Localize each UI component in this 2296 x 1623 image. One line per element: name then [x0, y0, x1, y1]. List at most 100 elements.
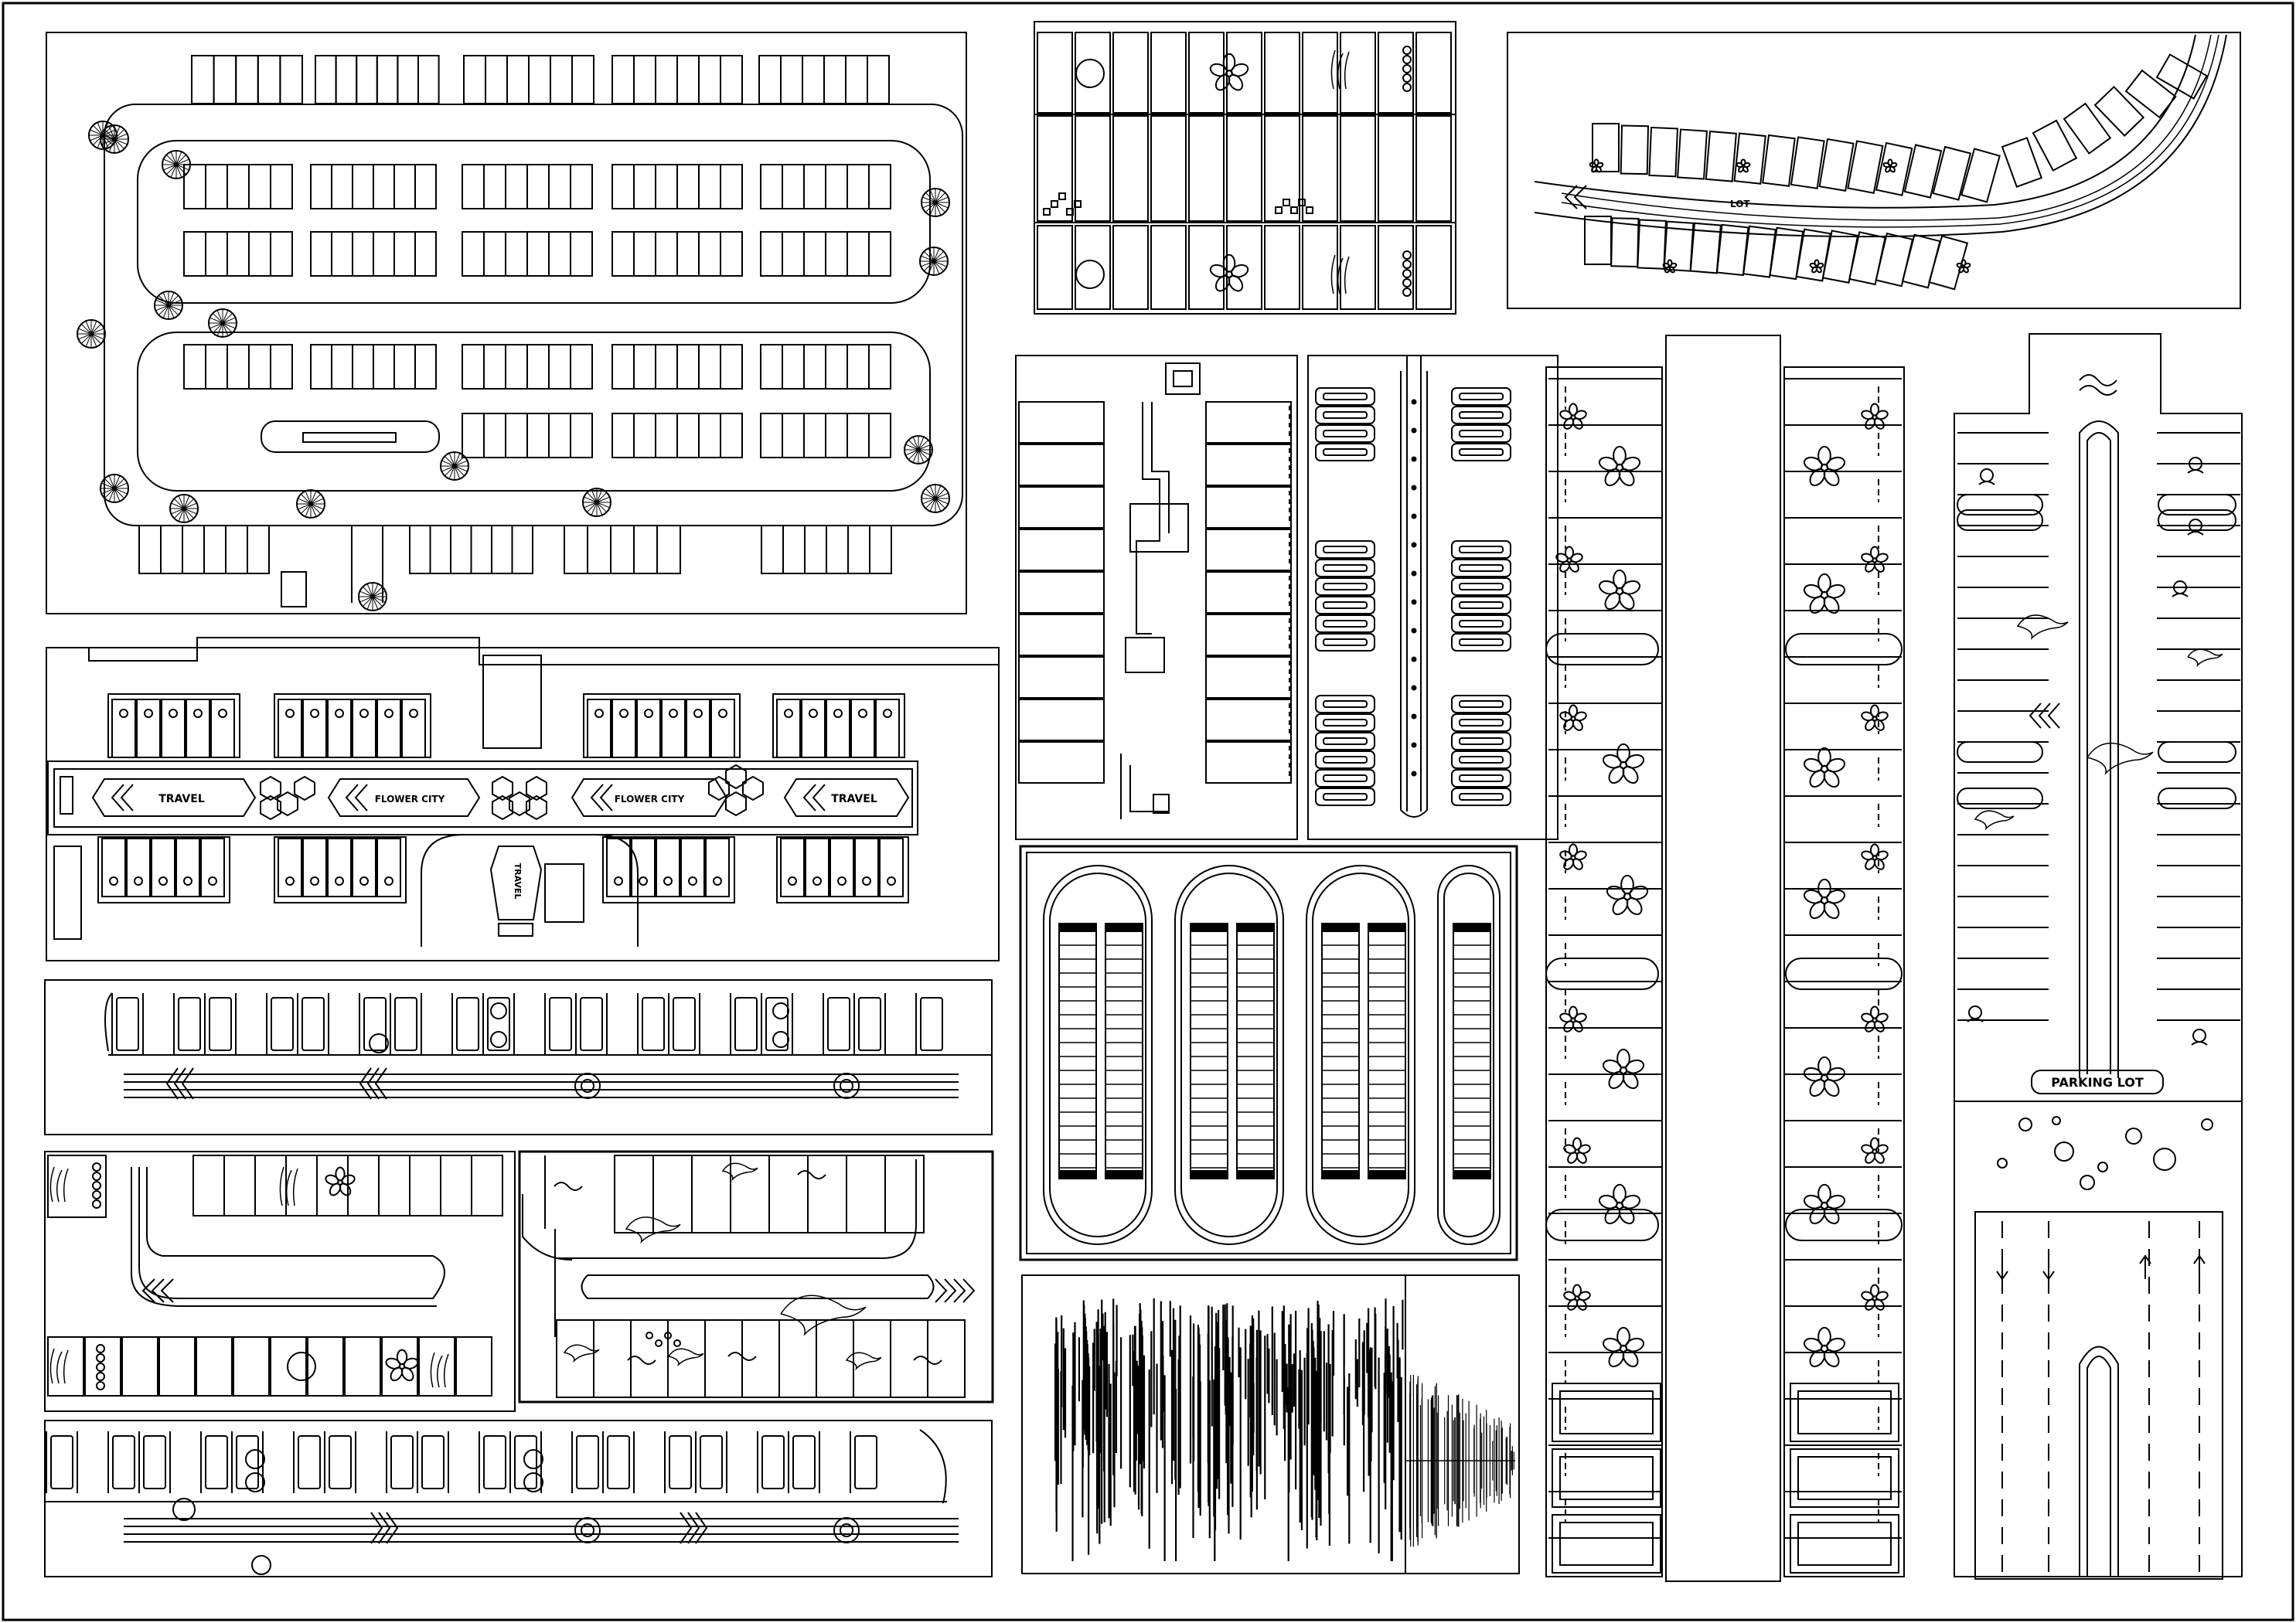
- parking-bay: [760, 413, 783, 458]
- parking-bay: [1205, 486, 1292, 529]
- flower-icon: [1667, 264, 1672, 269]
- parking-bay: [196, 1336, 233, 1397]
- narrow-bay: [1451, 424, 1511, 443]
- parking-bay: [1112, 115, 1149, 222]
- wheel-stop: [718, 709, 727, 718]
- flower-petal: [1230, 264, 1249, 278]
- parking-bay: [414, 344, 437, 390]
- plan-border: [46, 32, 967, 614]
- parking-bay: [698, 231, 721, 277]
- flower-icon: [1888, 164, 1892, 168]
- flower-icon: [1570, 1017, 1576, 1023]
- parking-bay: [1264, 225, 1300, 310]
- narrow-bay: [1451, 750, 1511, 769]
- flower-petal: [1598, 1194, 1618, 1210]
- parking-bay: [548, 344, 571, 390]
- manhole: [833, 1073, 860, 1099]
- curb-curve: [104, 992, 113, 1052]
- bay-end: [1105, 1170, 1143, 1179]
- parking-sign: [1790, 1514, 1899, 1574]
- plan-border: [1507, 32, 2241, 309]
- hexagon-islands: [260, 764, 764, 821]
- parking-bay: [875, 699, 900, 758]
- wave-icon: [554, 1182, 583, 1191]
- wheel-stop: [183, 876, 192, 886]
- parking-bay: [890, 1319, 928, 1398]
- flower-icon: [1741, 164, 1746, 168]
- car-outline: [50, 1435, 73, 1489]
- bubble-icon: [2125, 1128, 2142, 1145]
- wheel-stop: [245, 1472, 265, 1492]
- parking-bay: [373, 231, 395, 277]
- wave-icon: [2079, 374, 2117, 396]
- bubble-icon: [664, 1332, 672, 1339]
- tree-icon-rays: [100, 475, 128, 502]
- flower-petal: [1621, 580, 1641, 595]
- pill-island-outer: [1306, 865, 1415, 1245]
- parking-bay: [868, 164, 891, 209]
- flower-icon: [1820, 896, 1829, 905]
- wheel-stop: [688, 876, 697, 886]
- car-outline: [301, 997, 325, 1051]
- label-travel-vertical: TRAVEL: [513, 863, 523, 900]
- curb: [522, 1155, 573, 1261]
- leaf-icon: [1330, 49, 1350, 90]
- parking-bay: [1903, 144, 1943, 199]
- banner-travel-left: [91, 778, 257, 817]
- parking-bay: [801, 699, 826, 758]
- line-texture: [1054, 1298, 1515, 1561]
- texture-lines: [1054, 1298, 1404, 1561]
- parking-bay: [414, 164, 437, 209]
- parking-bay: [1205, 614, 1292, 656]
- narrow-bay: [1315, 633, 1375, 652]
- parking-bay: [655, 413, 678, 458]
- parking-bay: [760, 231, 783, 277]
- noise-texture-panel: [1021, 1274, 1520, 1574]
- pill-islands: [1043, 865, 1501, 1245]
- parking-bay: [854, 838, 879, 897]
- label-parking-lot: PARKING LOT: [2051, 1075, 2144, 1090]
- parking-bay: [1848, 231, 1886, 286]
- block-icon: [1066, 208, 1074, 216]
- marker-dot: [1411, 742, 1417, 748]
- parking-bay: [183, 164, 206, 209]
- hexagon-island: [260, 794, 281, 821]
- block-icon: [1298, 199, 1306, 206]
- central-sign: [498, 923, 533, 937]
- wheel-stop: [663, 876, 673, 886]
- dolphin-icon: [779, 1295, 867, 1336]
- parking-bay: [636, 699, 661, 758]
- narrow-bay: [1315, 424, 1375, 443]
- flower-petal: [1803, 889, 1823, 904]
- parking-bay: [278, 838, 302, 897]
- dolphin-icon: [2186, 648, 2223, 668]
- flower-icon: [1872, 855, 1878, 861]
- parking-bay: [691, 1155, 731, 1233]
- dot-icon: [1402, 64, 1412, 73]
- parking-bay: [633, 344, 656, 390]
- parking-bay: [347, 1155, 380, 1216]
- parking-bay: [227, 231, 250, 277]
- parking-sign: [1552, 1514, 1661, 1574]
- flower-icon: [1570, 855, 1576, 861]
- curved-bays: [1584, 53, 2208, 291]
- chevron-icon: [173, 1067, 186, 1100]
- plan-border: [1015, 355, 1298, 840]
- parking-bay: [656, 838, 680, 897]
- bubble-icon: [1980, 468, 1994, 482]
- marine-bays: [1957, 432, 2240, 1046]
- hexagon-island: [725, 791, 747, 817]
- marker-dot: [1411, 656, 1417, 662]
- flower-icon: [1225, 70, 1233, 77]
- dot-icon: [1402, 46, 1412, 55]
- parking-bay: [1875, 141, 1913, 196]
- pedestrian-island: [1957, 788, 2043, 809]
- parking-bay: [1018, 401, 1105, 444]
- parking-bay: [270, 231, 293, 277]
- parking-sign: [1790, 1383, 1899, 1442]
- parking-bay: [548, 164, 571, 209]
- parking-bay: [611, 413, 635, 458]
- parking-bay: [257, 55, 281, 104]
- manhole: [369, 1033, 389, 1053]
- parking-bay: [845, 55, 868, 104]
